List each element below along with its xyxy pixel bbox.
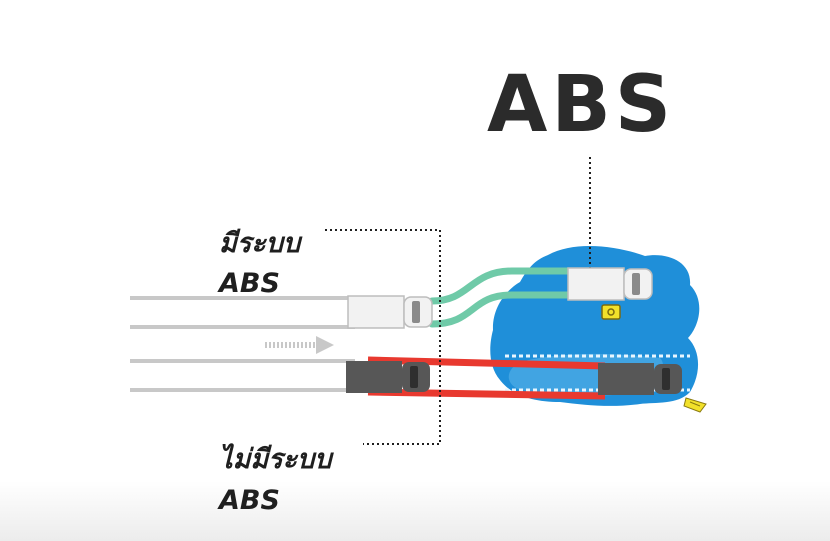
bottom-fade (0, 481, 830, 541)
truck-with-abs (347, 295, 433, 329)
with-abs-label-line2: ABS (219, 268, 280, 299)
truck-with-abs-in-water (567, 267, 653, 301)
traffic-cone-icon (683, 397, 707, 413)
without-abs-label-line2: ABS (219, 485, 280, 516)
diagram-title: ABS (487, 60, 675, 150)
truck-without-abs-in-water (598, 363, 682, 395)
direction-arrow-icon (265, 336, 334, 354)
road-tracks (130, 296, 355, 392)
warning-sign-icon (601, 304, 621, 320)
abs-steering-path (428, 267, 580, 328)
callout-lines (325, 157, 591, 445)
truck-without-abs (346, 361, 430, 393)
with-abs-label-line1: มีระบบ (219, 228, 301, 259)
without-abs-label-line1: ไม่มีระบบ (219, 444, 332, 475)
no-abs-skid-path (367, 356, 606, 400)
